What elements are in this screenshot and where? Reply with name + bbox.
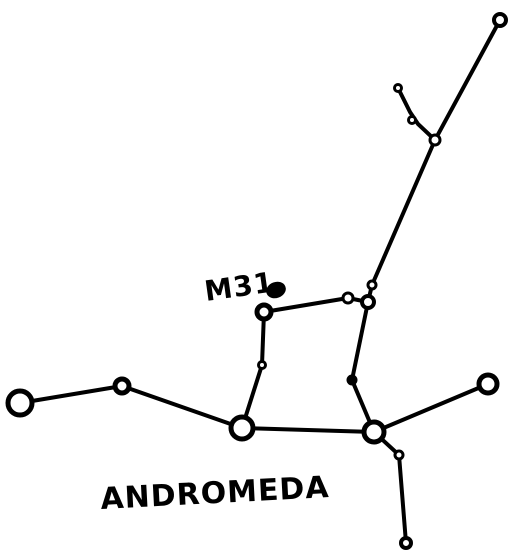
star-lower-arm-mid bbox=[395, 451, 403, 459]
star-right-junction bbox=[364, 422, 384, 442]
star-upper-spur-mid bbox=[409, 117, 416, 124]
line-left-arm-outer bbox=[20, 386, 122, 403]
line-top-star-to-upper-branch bbox=[435, 20, 500, 140]
line-upper-branch-to-chain bbox=[372, 140, 435, 285]
line-right-arm bbox=[374, 384, 488, 432]
star-top bbox=[494, 14, 506, 26]
star-mirach-left bbox=[231, 417, 253, 439]
star-lower-arm-end bbox=[401, 538, 411, 548]
star-m31-row-small bbox=[343, 293, 353, 303]
star-right-column-top bbox=[362, 296, 374, 308]
line-left-arm-inner bbox=[122, 386, 242, 428]
line-upper-spur bbox=[398, 88, 435, 140]
star-left-arm-mid bbox=[115, 379, 129, 393]
line-bottom-bar bbox=[242, 428, 374, 432]
line-m31-row-top bbox=[264, 298, 348, 312]
star-right-arm-end bbox=[479, 375, 497, 393]
star-left-column-top bbox=[257, 305, 271, 319]
star-left-arm-end bbox=[8, 391, 32, 415]
star-upper-spur-tip bbox=[395, 85, 402, 92]
star-upper-branch bbox=[430, 135, 440, 145]
star-chain-bottom bbox=[368, 281, 376, 289]
constellation-label: ANDROMEDA bbox=[100, 470, 331, 517]
galaxy-label: M31 bbox=[202, 266, 276, 308]
line-lower-arm-lower bbox=[399, 455, 406, 543]
line-right-column-upper bbox=[352, 302, 368, 380]
star-right-column-mid bbox=[348, 376, 356, 384]
star-left-column-mid bbox=[259, 362, 266, 369]
